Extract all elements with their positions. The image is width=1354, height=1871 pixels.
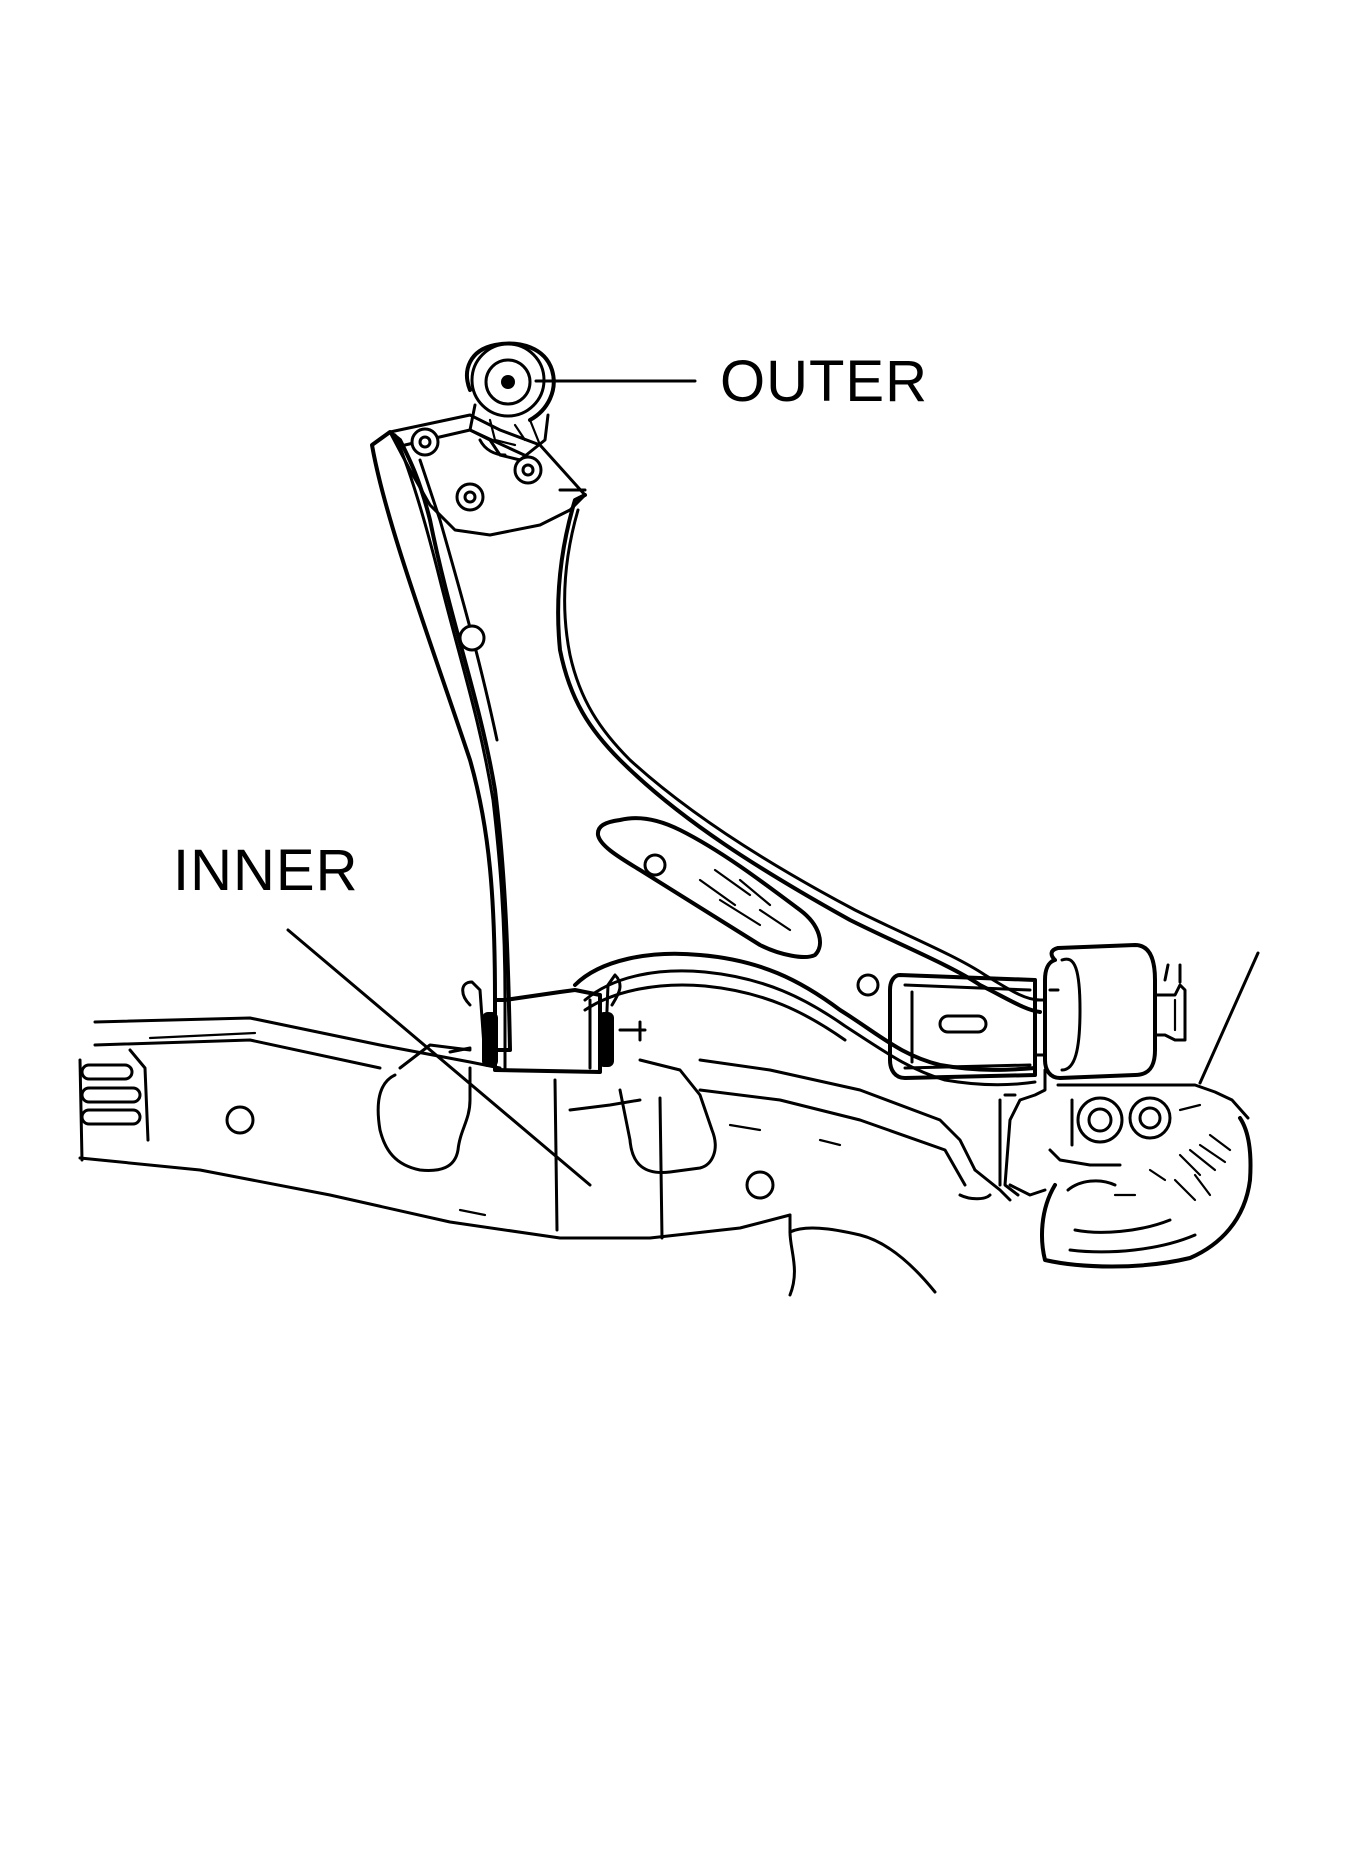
rear-bushing — [998, 943, 1253, 1269]
inner-label: INNER — [173, 838, 359, 903]
inner-leader-line — [286, 928, 592, 1187]
ball-joint — [465, 341, 556, 462]
right-leader-line — [1198, 951, 1260, 1085]
leader-lines — [286, 379, 1260, 1187]
outer-label: OUTER — [720, 349, 928, 414]
subframe — [78, 1016, 1012, 1297]
lower-control-arm — [370, 413, 1047, 1087]
